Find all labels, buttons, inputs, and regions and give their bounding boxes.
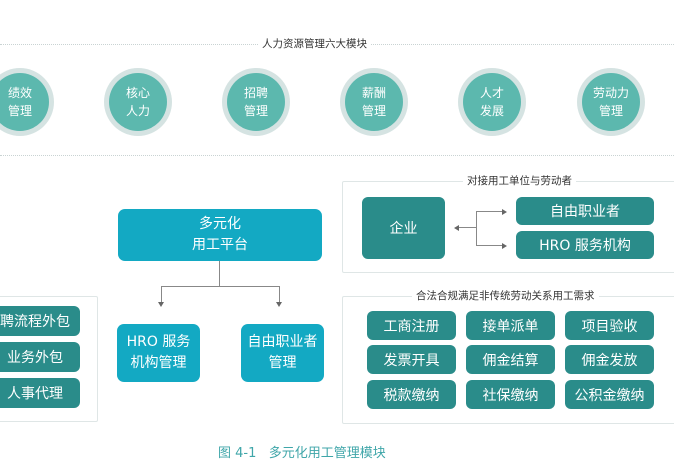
connector (459, 227, 476, 228)
left-item: 业务外包 (0, 342, 80, 372)
module-circle: 薪酬 管理 (345, 73, 403, 131)
module-label: 管理 (243, 104, 268, 118)
module-label: 人力 (125, 104, 150, 118)
module-compensation: 薪酬 管理 (340, 68, 408, 136)
compliance-item-label: 佣金发放 (581, 352, 638, 369)
compliance-item: 税款缴纳 (367, 380, 456, 409)
arrow-left-icon (454, 225, 459, 231)
child-freelancer-box: 自由职业者 管理 (241, 324, 324, 382)
connector (279, 286, 280, 302)
compliance-item: 发票开具 (367, 345, 456, 374)
child-label: 自由职业者 (247, 334, 318, 350)
docking-panel-title: 对接用工单位与劳动者 (463, 173, 576, 188)
module-label: 人才 (479, 86, 504, 100)
module-performance: 绩效 管理 (0, 68, 54, 136)
enterprise-label: 企业 (389, 221, 418, 237)
target-freelancer-box: 自由职业者 (516, 197, 654, 225)
compliance-item-label: 发票开具 (383, 352, 440, 369)
compliance-item-label: 税款缴纳 (383, 387, 440, 404)
module-label: 劳动力 (592, 86, 629, 100)
compliance-item-label: 接单派单 (482, 318, 539, 335)
target-label: 自由职业者 (550, 204, 620, 220)
top-title-row: 人力资源管理六大模块 (0, 34, 674, 54)
module-label: 发展 (479, 104, 504, 118)
module-core-hr: 核心 人力 (104, 68, 172, 136)
compliance-item: 社保缴纳 (466, 380, 555, 409)
connector (161, 286, 280, 287)
divider (0, 155, 674, 156)
target-hro-box: HRO 服务机构 (516, 231, 654, 259)
module-circle: 人才 发展 (463, 73, 521, 131)
arrow-right-icon (502, 243, 507, 249)
compliance-panel-title: 合法合规满足非传统劳动关系用工需求 (412, 288, 599, 303)
compliance-item-label: 社保缴纳 (482, 387, 539, 404)
compliance-item: 佣金发放 (565, 345, 654, 374)
arrow-down-icon (158, 302, 164, 307)
child-label: HRO 服务 (126, 334, 191, 350)
compliance-item-label: 工商注册 (383, 318, 440, 335)
compliance-item: 项目验收 (565, 311, 654, 340)
platform-label: 用工平台 (192, 237, 248, 253)
module-label: 薪酬 (361, 86, 386, 100)
child-label: 管理 (268, 355, 297, 371)
module-label: 绩效 (7, 86, 32, 100)
module-circle: 招聘 管理 (227, 73, 285, 131)
left-item: 聘流程外包 (0, 306, 80, 336)
target-label: HRO 服务机构 (539, 238, 631, 254)
module-label: 核心 (125, 86, 150, 100)
module-label: 管理 (361, 104, 386, 118)
left-item-label: 聘流程外包 (0, 314, 70, 330)
connector (476, 245, 502, 246)
module-circle: 核心 人力 (109, 73, 167, 131)
enterprise-box: 企业 (362, 197, 445, 259)
figure-caption: 图 4-1 多元化用工管理模块 (218, 446, 386, 461)
module-circle: 劳动力 管理 (582, 73, 640, 131)
compliance-item: 公积金缴纳 (565, 380, 654, 409)
module-label: 管理 (598, 104, 623, 118)
top-title: 人力资源管理六大模块 (258, 34, 371, 54)
left-item-label: 人事代理 (7, 386, 63, 402)
module-label: 管理 (7, 104, 32, 118)
arrow-down-icon (276, 302, 282, 307)
compliance-item: 接单派单 (466, 311, 555, 340)
connector (476, 211, 502, 212)
module-talent: 人才 发展 (458, 68, 526, 136)
child-hro-box: HRO 服务 机构管理 (117, 324, 200, 382)
compliance-item-label: 公积金缴纳 (574, 387, 645, 404)
module-recruitment: 招聘 管理 (222, 68, 290, 136)
arrow-right-icon (502, 209, 507, 215)
compliance-item: 佣金结算 (466, 345, 555, 374)
module-workforce: 劳动力 管理 (577, 68, 645, 136)
compliance-item-label: 佣金结算 (482, 352, 539, 369)
left-item: 人事代理 (0, 378, 80, 408)
connector (219, 261, 220, 287)
child-label: 机构管理 (130, 355, 187, 371)
module-circle: 绩效 管理 (0, 73, 49, 131)
module-label: 招聘 (243, 86, 268, 100)
compliance-item-label: 项目验收 (581, 318, 638, 335)
connector (476, 211, 477, 245)
connector (161, 286, 162, 302)
left-item-label: 业务外包 (7, 350, 63, 366)
compliance-item: 工商注册 (367, 311, 456, 340)
platform-box: 多元化 用工平台 (118, 209, 322, 261)
platform-label: 多元化 (199, 216, 241, 232)
